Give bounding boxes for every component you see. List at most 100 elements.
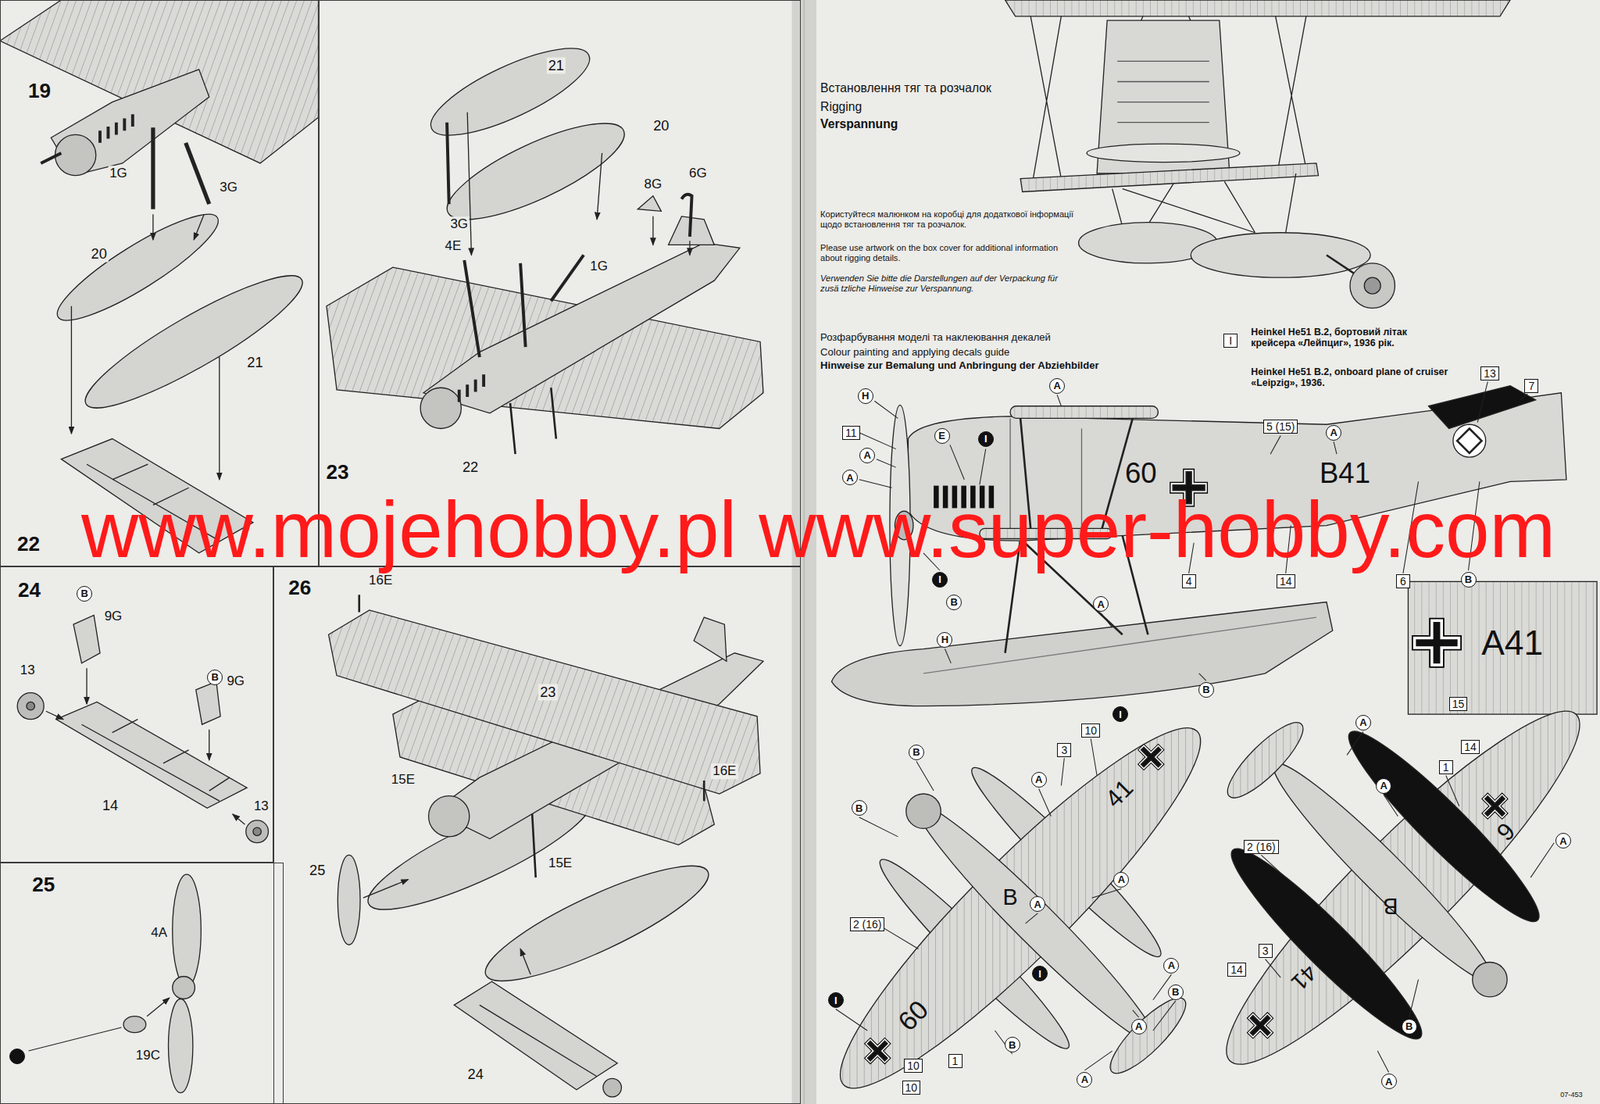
step-23-drawing xyxy=(423,242,740,414)
paint-callout: E xyxy=(934,428,950,444)
decal-number: 7 xyxy=(1524,378,1539,393)
decal-number: I xyxy=(1223,333,1238,348)
step-24-drawing xyxy=(246,820,269,843)
step-number: 26 xyxy=(288,577,311,598)
side-view xyxy=(1428,385,1536,429)
instruction-text: Colour painting and applying decals guid… xyxy=(820,346,1010,358)
paint-callout: A xyxy=(842,469,858,486)
step-19-drawing xyxy=(193,214,204,240)
paint-callout: A xyxy=(1355,714,1372,731)
paint-callout: A xyxy=(1076,1071,1093,1088)
step-25-drawing xyxy=(28,874,202,1093)
leader-line xyxy=(835,738,1176,1070)
part-number: 6G xyxy=(687,165,709,182)
callout-label: A xyxy=(864,450,872,461)
rigging-view xyxy=(1005,0,1511,308)
callout-label: 3 xyxy=(1060,744,1068,756)
callout-label: 10 xyxy=(1084,725,1097,736)
callout-label: 2 (16) xyxy=(853,918,883,930)
step-23-drawing xyxy=(435,105,636,238)
step-26-drawing xyxy=(328,610,761,794)
paint-callout: B xyxy=(1167,984,1184,1000)
callout-label: I xyxy=(984,433,988,444)
paint-callout: B xyxy=(1460,571,1477,588)
top-view xyxy=(809,696,1233,1104)
callout-label: 4 xyxy=(1185,575,1193,587)
step-26-drawing xyxy=(428,796,470,837)
step-19-drawing xyxy=(218,357,220,480)
paint-callout: I xyxy=(1112,706,1129,722)
callout-label: A xyxy=(1034,899,1042,910)
bottom-view xyxy=(1195,679,1600,1096)
paint-callout: I xyxy=(1032,965,1048,982)
paint-callout: A xyxy=(1113,871,1129,888)
rigging-view xyxy=(1086,143,1240,163)
paint-callout: A xyxy=(1049,378,1065,394)
decal-number: 10 xyxy=(1081,723,1100,738)
leader-line xyxy=(835,381,1555,1072)
step-19-drawing xyxy=(0,0,319,554)
part-number: 15E xyxy=(389,771,417,788)
part-number: 9G xyxy=(225,674,247,690)
bottom-view xyxy=(1218,713,1313,808)
aircraft-marking: 6 xyxy=(1490,817,1521,847)
decal-number: 2 (16) xyxy=(1243,839,1279,854)
step-26-drawing xyxy=(474,846,720,1000)
step-26-drawing xyxy=(359,594,704,801)
decal-number: 1 xyxy=(948,1053,963,1068)
step-panel: 25I xyxy=(0,862,284,1104)
step-26-drawing xyxy=(337,854,361,945)
step-23-drawing xyxy=(681,194,692,237)
step-24-drawing xyxy=(253,827,261,836)
paint-callout: B xyxy=(76,585,93,602)
step-24-drawing xyxy=(26,701,35,710)
step-26-drawing xyxy=(328,594,764,1097)
step-19-drawing xyxy=(100,114,133,143)
paint-callout: I xyxy=(978,431,994,447)
step-number: 23 xyxy=(325,461,349,483)
decal-number: 13 xyxy=(1480,366,1500,381)
callout-label: A xyxy=(1135,1021,1143,1032)
instruction-text: Verspannung xyxy=(820,117,898,132)
step-19-drawing xyxy=(50,69,209,176)
step-24-drawing xyxy=(81,719,229,801)
instruction-text: Verwenden Sie bitte die Darstellungen au… xyxy=(820,273,1076,294)
rigging-view xyxy=(1020,163,1318,193)
callout-label: H xyxy=(941,634,949,645)
callout-label: B xyxy=(950,596,958,608)
step-25-drawing xyxy=(168,998,193,1093)
step-19-drawing xyxy=(71,214,219,480)
callout-label: 14 xyxy=(1230,964,1243,975)
step-24-drawing xyxy=(56,701,247,808)
decal-number: 15 xyxy=(1449,696,1468,711)
part-number: 21 xyxy=(245,353,265,371)
step-26-drawing xyxy=(603,1078,622,1097)
part-number: 20 xyxy=(651,117,671,134)
paint-callout: I xyxy=(828,992,844,1008)
watermark: www.mojehobby.pl www.super-hobby.com xyxy=(81,490,1556,571)
callout-label: A xyxy=(1035,774,1043,785)
step-19-drawing xyxy=(185,142,210,204)
callout-label: E xyxy=(938,430,946,441)
instruction-text: Розфарбування моделі та наклеювання дека… xyxy=(820,331,1051,343)
callout-label: A xyxy=(1329,427,1337,438)
step-25-drawing xyxy=(172,874,202,987)
step-24-drawing xyxy=(232,814,246,825)
step-19-drawing xyxy=(73,257,315,427)
paint-callout: B xyxy=(1401,1018,1418,1035)
bottom-view xyxy=(1195,679,1600,1096)
step-number: 24 xyxy=(17,579,41,600)
callout-label: B xyxy=(1464,574,1472,585)
part-number: 16E xyxy=(367,572,394,589)
callout-label: B xyxy=(1405,1021,1413,1032)
step-24-drawing xyxy=(208,729,210,761)
callout-label: 13 xyxy=(1483,367,1497,379)
step-19-drawing xyxy=(71,306,72,434)
step-19-drawing xyxy=(0,0,319,164)
paint-callout: H xyxy=(857,388,874,404)
decal-number: 14 xyxy=(1276,574,1296,589)
paint-callout: B xyxy=(207,669,223,686)
rigging-view xyxy=(1005,0,1511,17)
top-view xyxy=(1130,736,1172,778)
callout-label: A xyxy=(1167,960,1175,971)
